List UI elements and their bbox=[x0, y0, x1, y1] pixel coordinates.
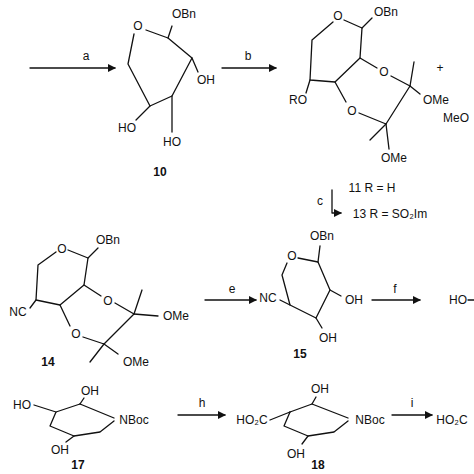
atom-label: HO bbox=[13, 398, 31, 412]
atom-label: OH bbox=[81, 384, 99, 398]
molecule-18 bbox=[270, 397, 348, 444]
atom-label: O bbox=[379, 65, 388, 79]
reaction-arrow bbox=[392, 414, 432, 415]
atom-label: RO bbox=[289, 93, 307, 107]
atom-label: OH bbox=[345, 293, 363, 307]
atom-label: OMe bbox=[163, 309, 189, 323]
compound-number: 15 bbox=[293, 347, 306, 361]
atom-label: OMe bbox=[381, 151, 407, 165]
atom-label: HO bbox=[449, 293, 467, 307]
atom-label: HO₂C bbox=[436, 413, 467, 427]
atom-label: OMe bbox=[423, 93, 449, 107]
atom-label: NBoc bbox=[119, 413, 148, 427]
molecule-11 bbox=[306, 18, 420, 149]
reaction-arrow bbox=[372, 299, 420, 300]
reaction-arrow bbox=[30, 67, 115, 68]
atom-label: NC bbox=[259, 291, 276, 305]
atom-label: OH bbox=[197, 73, 215, 87]
atom-label: MeO bbox=[443, 111, 469, 125]
step-letter: c bbox=[317, 194, 323, 208]
reaction-arrow bbox=[332, 190, 341, 213]
step-letter: f bbox=[393, 282, 396, 296]
step-letter: h bbox=[199, 396, 206, 410]
molecule-14 bbox=[30, 248, 158, 362]
atom-label: O bbox=[71, 327, 80, 341]
reaction-arrow bbox=[205, 299, 256, 300]
compound-number: 17 bbox=[71, 458, 84, 472]
compound-caption: 13 R = SO₂Im bbox=[353, 207, 427, 221]
molecule-15 bbox=[280, 246, 341, 328]
bond bbox=[468, 299, 474, 300]
atom-label: HO bbox=[163, 135, 181, 149]
atom-label: OBn bbox=[310, 229, 334, 243]
molecule-10 bbox=[128, 26, 198, 132]
atom-label: O bbox=[347, 104, 356, 118]
atom-label: OBn bbox=[96, 233, 120, 247]
compound-caption: 11 R = H bbox=[349, 181, 396, 195]
reaction-arrow bbox=[222, 67, 276, 68]
atom-label: OBn bbox=[374, 5, 398, 19]
atom-label: HO bbox=[118, 121, 136, 135]
atom-label: NBoc bbox=[355, 413, 384, 427]
atom-label: O bbox=[103, 294, 112, 308]
reaction-arrow bbox=[178, 414, 225, 415]
atom-label: O bbox=[287, 249, 296, 263]
atom-label: NC bbox=[9, 305, 26, 319]
compound-number: 10 bbox=[153, 165, 166, 179]
atom-label: OH bbox=[51, 443, 69, 457]
atom-label: OMe bbox=[123, 355, 149, 369]
compound-number: 18 bbox=[311, 458, 324, 472]
step-letter: b bbox=[245, 49, 252, 63]
compound-number: 14 bbox=[41, 355, 54, 369]
atom-label: O bbox=[333, 9, 342, 23]
atom-label: HO₂C bbox=[236, 413, 267, 427]
molecule-17 bbox=[34, 398, 114, 442]
atom-label: + bbox=[436, 61, 443, 75]
atom-label: O bbox=[133, 19, 142, 33]
atom-label: OH bbox=[287, 447, 305, 461]
step-letter: a bbox=[83, 49, 90, 63]
step-letter: e bbox=[229, 282, 236, 296]
atom-label: OBn bbox=[172, 7, 196, 21]
atom-label: OH bbox=[311, 382, 329, 396]
atom-label: O bbox=[57, 242, 66, 256]
step-letter: i bbox=[411, 396, 414, 410]
atom-label: OH bbox=[319, 331, 337, 345]
